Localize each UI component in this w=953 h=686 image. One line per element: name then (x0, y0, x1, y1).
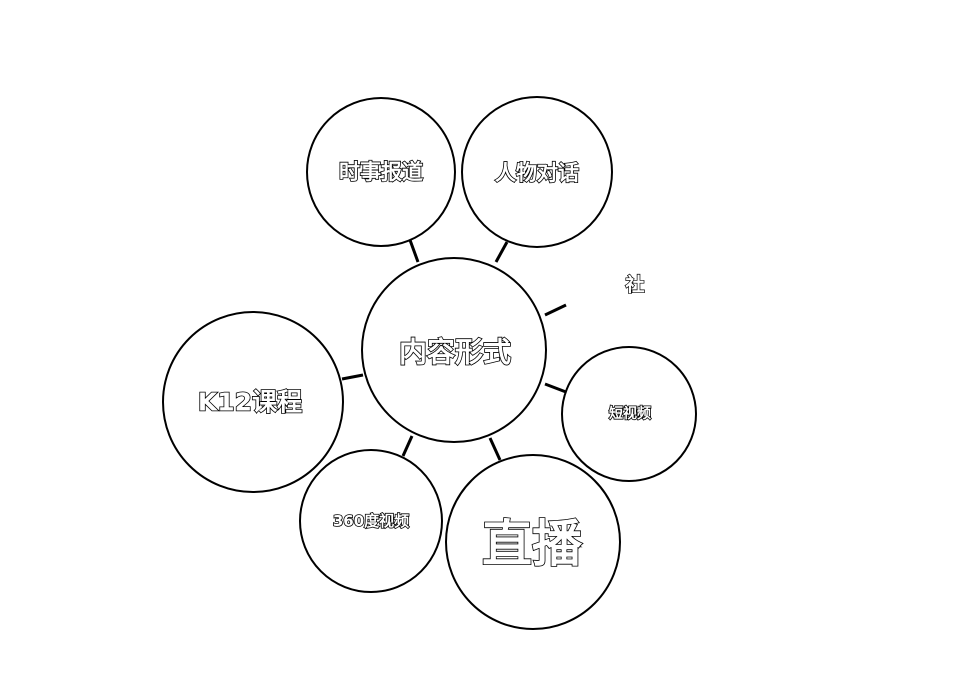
node-short-circle (561, 346, 697, 482)
node-news-circle (306, 97, 456, 247)
node-center-label: 内容形式 (399, 336, 511, 369)
connector-news (408, 239, 420, 263)
node-short-label: 短视频 (609, 405, 651, 422)
node-live-label: 直播 (482, 515, 583, 573)
node-dialogue-circle (461, 96, 613, 248)
connector-live (488, 437, 502, 461)
connector-stray (544, 303, 567, 317)
node-news: 时事报道 (306, 97, 456, 247)
node-dialogue-label: 人物对话 (495, 161, 579, 185)
node-k12: K12课程 (162, 311, 344, 493)
node-center-circle (361, 257, 547, 443)
node-news-label: 时事报道 (339, 160, 423, 184)
node-live-circle (445, 454, 621, 630)
connector-dialogue (494, 241, 509, 263)
node-k12-label: K12课程 (198, 388, 302, 417)
stray-label: 社 (624, 273, 644, 296)
connector-vr360 (401, 435, 414, 457)
connector-k12 (341, 373, 364, 381)
node-dialogue: 人物对话 (461, 96, 613, 248)
node-center: 内容形式 (361, 257, 547, 443)
connectors (341, 239, 567, 461)
node-live: 直播 (445, 454, 621, 630)
node-vr360-label: 360度视频 (333, 512, 409, 530)
node-vr360: 360度视频 (299, 449, 443, 593)
node-short: 短视频 (561, 346, 697, 482)
node-vr360-circle (299, 449, 443, 593)
connector-short (544, 382, 567, 394)
node-k12-circle (162, 311, 344, 493)
